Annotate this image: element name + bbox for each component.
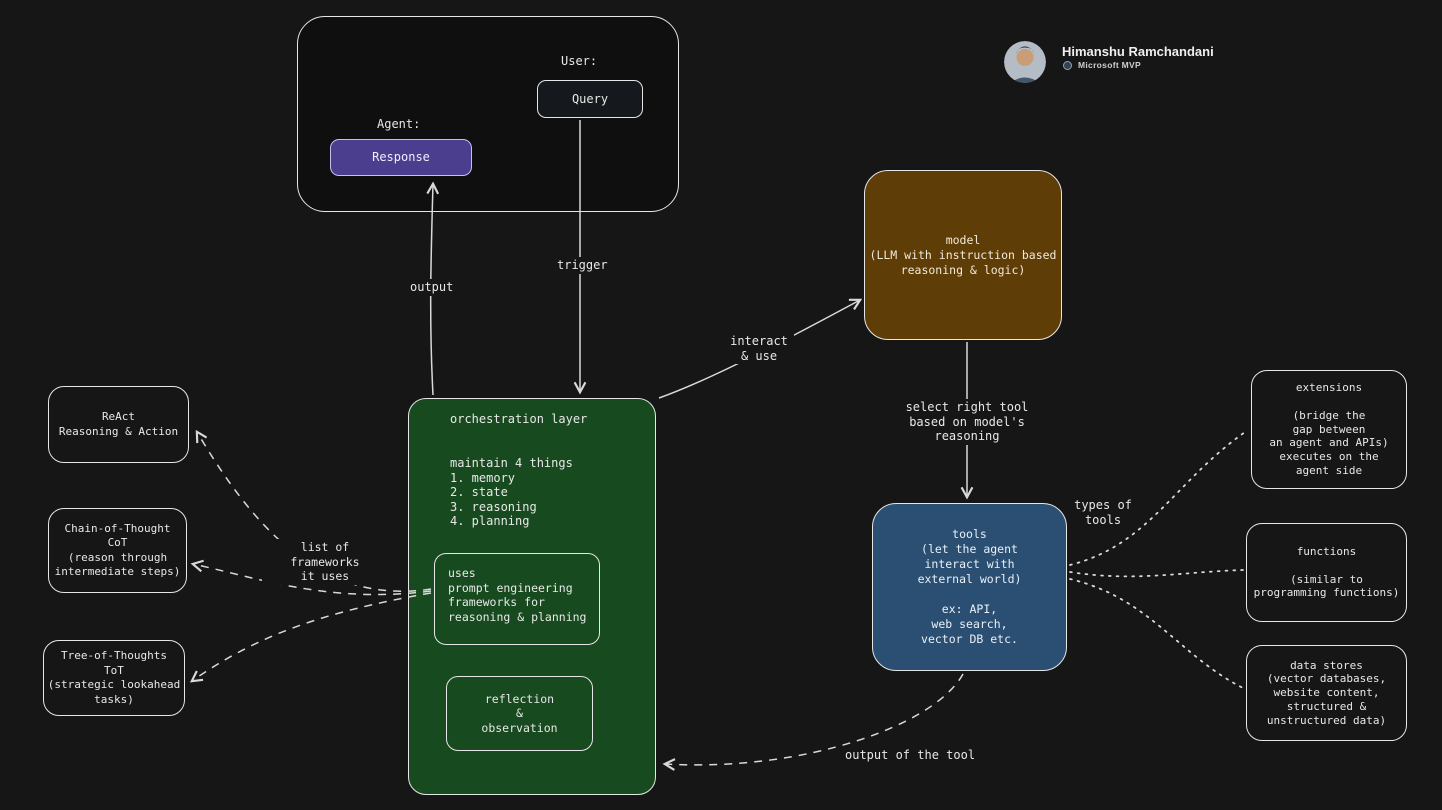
functions-box: functions (similar to programming functi…: [1246, 523, 1407, 622]
mvp-badge-icon: [1063, 61, 1072, 70]
types-of-tools-label: types of tools: [1074, 498, 1132, 527]
avatar-image: [1004, 41, 1046, 83]
data-stores-box: data stores (vector databases, website c…: [1246, 645, 1407, 741]
tools-box: tools (let the agent interact with exter…: [872, 503, 1067, 671]
list-of-frameworks-label: list of frameworks it uses: [262, 539, 388, 585]
react-framework-box: ReAct Reasoning & Action: [48, 386, 189, 463]
select-tool-label: select right tool based on model's reaso…: [899, 399, 1035, 445]
trigger-label: trigger: [554, 257, 611, 274]
uses-to-tot-arrow: [192, 592, 432, 681]
reflection-observation-box: reflection & observation: [446, 676, 593, 751]
maintain-list: maintain 4 things 1. memory 2. state 3. …: [450, 456, 573, 529]
profile-name: Himanshu Ramchandani: [1062, 44, 1214, 59]
tools-to-datastores-line: [1069, 578, 1244, 689]
avatar: [1004, 41, 1046, 83]
agent-label: Agent:: [377, 117, 421, 131]
interact-use-label: interact & use: [724, 333, 794, 364]
extensions-box: extensions (bridge the gap between an ag…: [1251, 370, 1407, 489]
orchestration-title: orchestration layer: [450, 412, 588, 426]
output-label: output: [407, 279, 457, 296]
chain-of-thought-box: Chain-of-Thought CoT (reason through int…: [48, 508, 187, 593]
mvp-badge-label: Microsoft MVP: [1078, 60, 1141, 70]
orchestration-box: [408, 398, 656, 795]
user-label: User:: [561, 54, 598, 68]
output-of-tool-label: output of the tool: [842, 747, 979, 764]
tools-to-functions-line: [1069, 569, 1244, 578]
uses-frameworks-box: uses prompt engineering frameworks for r…: [434, 553, 600, 645]
model-box: model (LLM with instruction based reason…: [864, 170, 1062, 340]
response-box: Response: [330, 139, 472, 176]
tree-of-thoughts-box: Tree-of-Thoughts ToT (strategic lookahea…: [43, 640, 185, 716]
query-box: Query: [537, 80, 643, 118]
